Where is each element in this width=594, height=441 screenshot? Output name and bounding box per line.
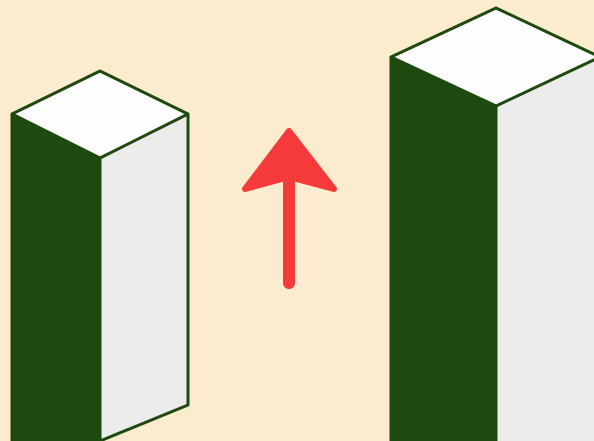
- tall-box: [389, 6, 594, 441]
- short-box: [10, 69, 190, 441]
- tall-box-outline: [389, 6, 594, 441]
- short-box-outline: [10, 69, 190, 441]
- short-box-side-face: [100, 114, 188, 441]
- arrow-head: [242, 128, 337, 192]
- tall-box-top-face: [391, 8, 594, 106]
- tall-box-front-face: [391, 57, 496, 441]
- up-arrow-icon: [242, 128, 337, 289]
- tall-box-side-face: [496, 59, 594, 441]
- short-box-front-face: [12, 114, 100, 441]
